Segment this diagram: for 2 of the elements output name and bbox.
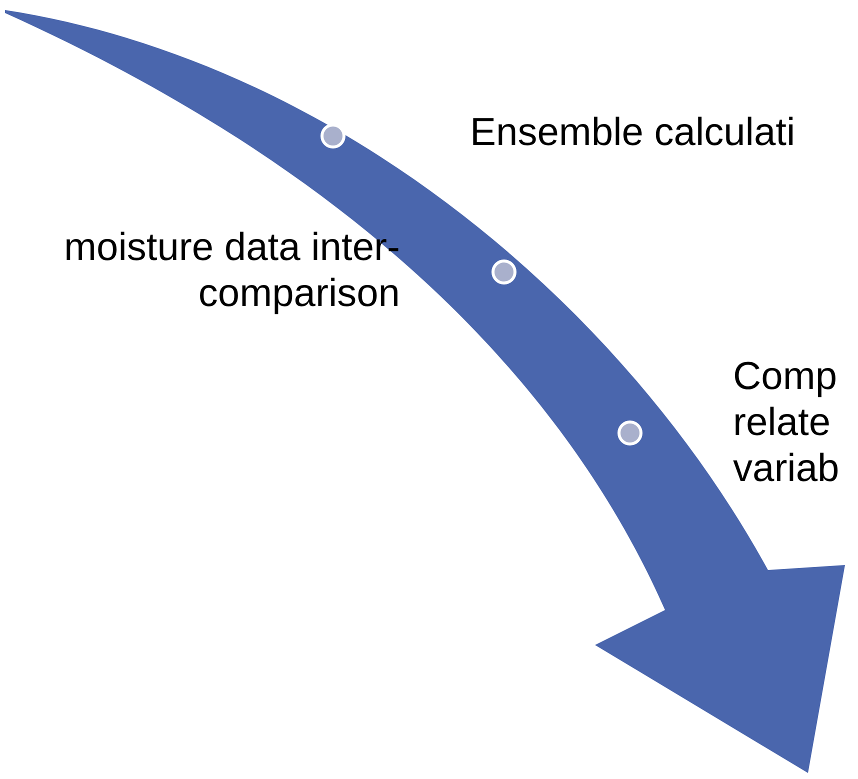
step-label: Comp relate variab — [733, 354, 840, 492]
step-label: Ensemble calculati — [470, 110, 796, 156]
